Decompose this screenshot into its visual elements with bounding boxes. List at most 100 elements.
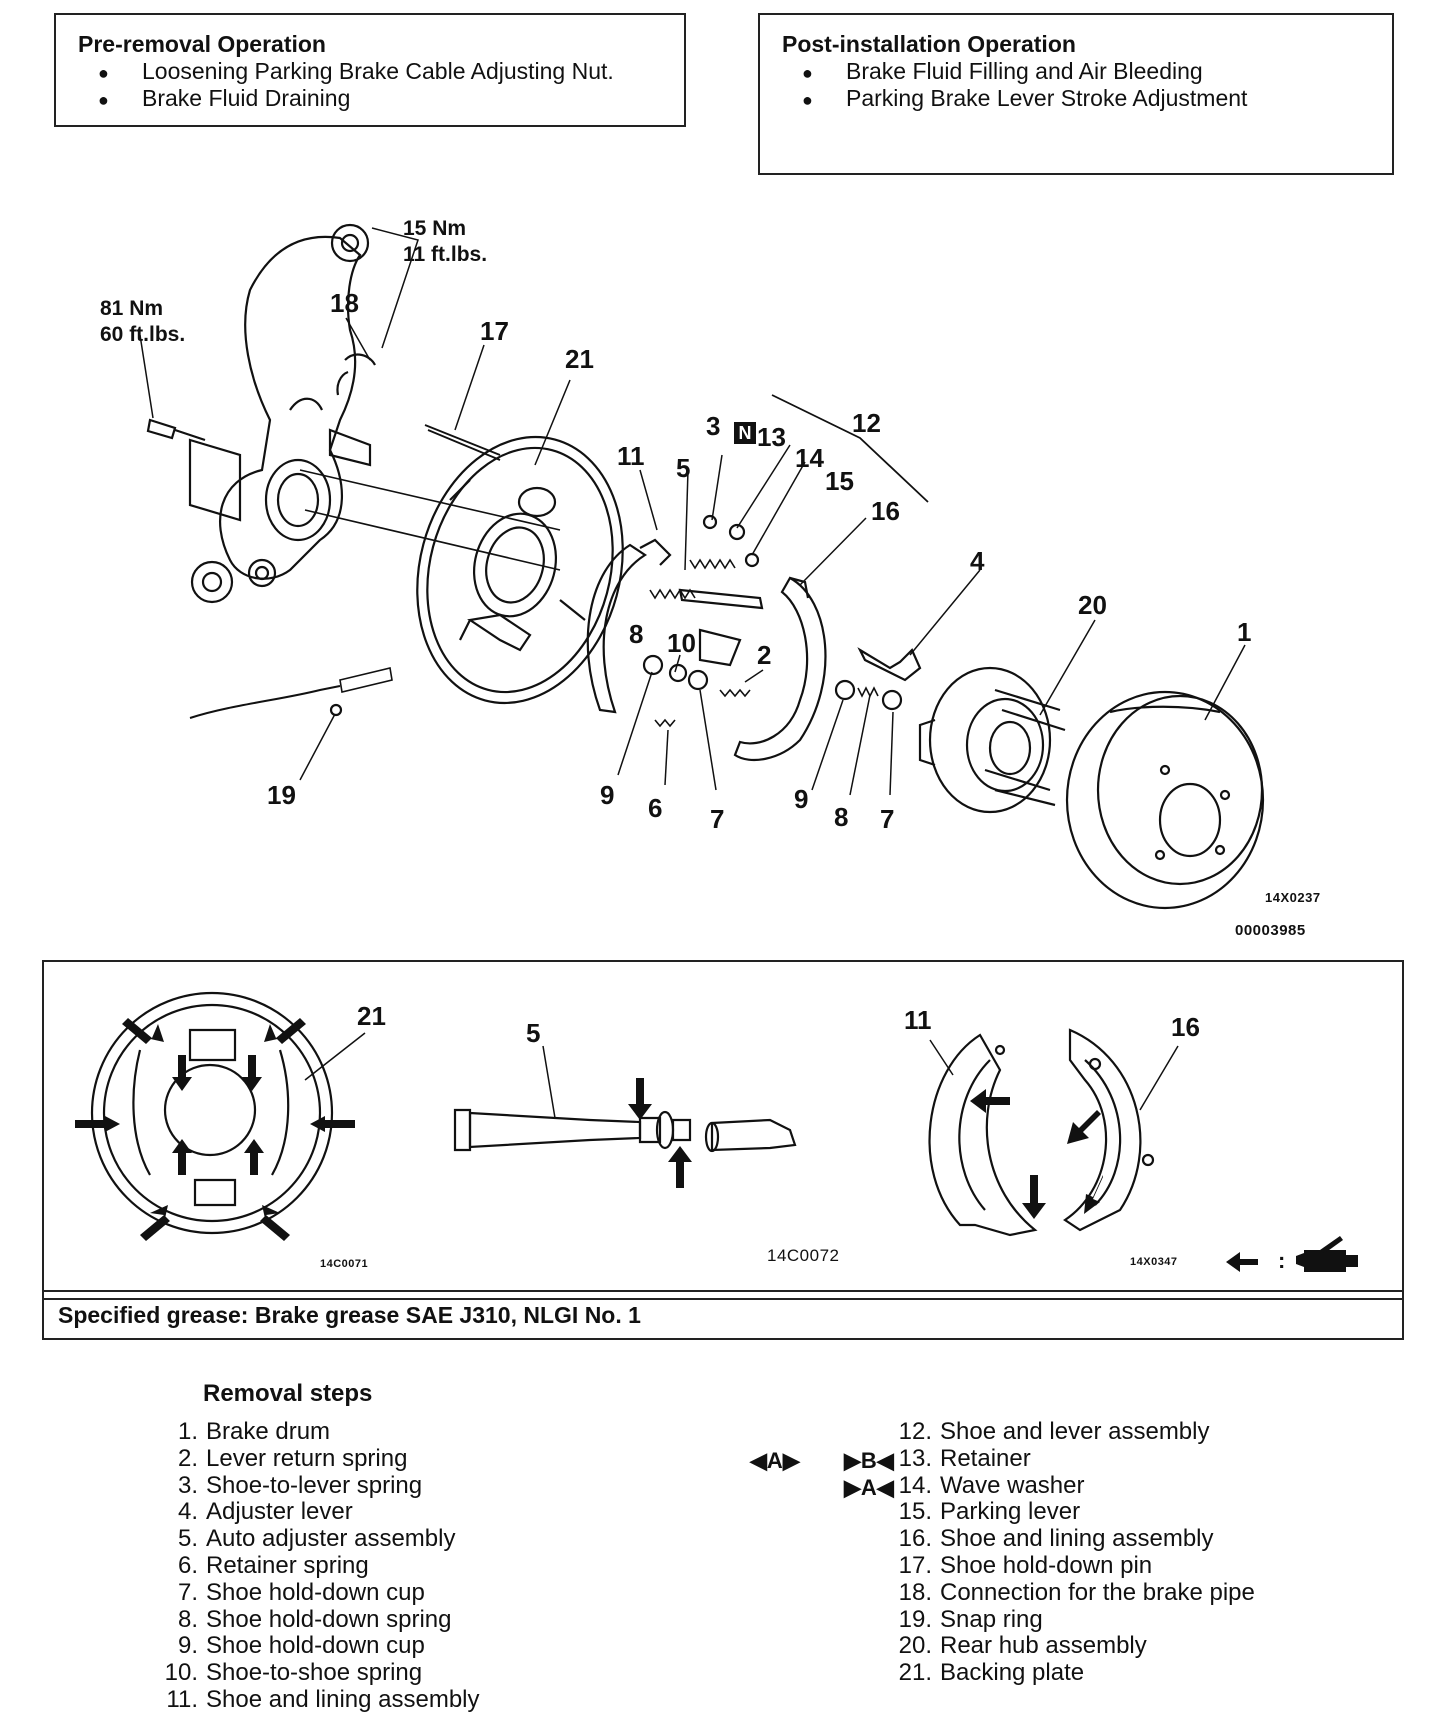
callout-11: 11: [617, 441, 645, 471]
removal-step-number: 4.: [177, 1498, 198, 1526]
shoes-detail: [928, 1028, 1155, 1237]
removal-step: 3.Shoe-to-lever spring: [158, 1472, 422, 1500]
callout-13: 13: [757, 422, 786, 452]
removal-step: 11.Shoe and lining assembly: [158, 1686, 480, 1714]
removal-step-number: 17.: [898, 1552, 932, 1579]
removal-step-label: Shoe and lever assembly: [940, 1418, 1210, 1445]
step-marker-14a: ▶A◀: [844, 1475, 894, 1500]
removal-step-label: Brake drum: [206, 1418, 331, 1445]
pre-removal-title: Pre-removal Operation: [78, 31, 326, 57]
removal-step: 14.Wave washer: [892, 1472, 1085, 1500]
removal-step-number: 16.: [898, 1525, 932, 1553]
removal-step: 6.Retainer spring: [158, 1552, 369, 1580]
removal-step: 7. Shoe hold-down cup: [158, 1579, 425, 1607]
removal-step-label: Shoe-to-shoe spring: [206, 1659, 423, 1687]
detail-code: 14C0072: [767, 1246, 840, 1265]
callout-7: 7: [880, 804, 895, 834]
callout-14: 14: [795, 443, 824, 473]
removal-step-label: Connection for the brake pipe: [940, 1578, 1255, 1606]
removal-step-label: Auto adjuster assembly: [206, 1525, 456, 1553]
removal-step-label: Backing plate: [940, 1659, 1085, 1687]
removal-step: 16.Shoe and lining assembly: [892, 1525, 1214, 1553]
removal-step-label: Shoe hold-down pin: [940, 1552, 1153, 1579]
callout-20: 20: [1078, 590, 1107, 620]
removal-step-label: Retainer spring: [206, 1552, 369, 1579]
torque-label-pipe: 15 Nm 11 ft.lbs.: [403, 217, 488, 266]
callout-9: 9: [794, 784, 809, 814]
removal-step: 19. Snap ring: [892, 1606, 1043, 1634]
bullet-icon: ●: [98, 90, 109, 110]
detail-callout-21: 21: [357, 1001, 386, 1031]
callout-18: 18: [330, 288, 359, 318]
removal-step: 20. Rear hub assembly: [892, 1632, 1147, 1660]
bullet-icon: ●: [98, 63, 109, 83]
callout-6: 6: [648, 793, 663, 823]
callout-12: 12: [852, 408, 881, 438]
callout-5: 5: [676, 453, 691, 483]
bullet-icon: ●: [802, 63, 813, 83]
removal-step-number: 14.: [898, 1471, 932, 1499]
torque-label-bolt: 81 Nm 60 ft.lbs.: [100, 297, 186, 346]
grease-legend-colon: :: [1278, 1248, 1286, 1273]
brake-pipe-drawing: [336, 353, 376, 396]
callout-8: 8: [629, 619, 644, 649]
removal-step-label: Snap ring: [940, 1605, 1043, 1633]
callout-17: 17: [480, 316, 509, 346]
callout-4: 4: [970, 546, 985, 576]
removal-step: 17. Shoe hold-down pin: [892, 1552, 1153, 1580]
adjuster-lever-drawing: [857, 647, 922, 682]
pre-removal-item: ●Loosening Parking Brake Cable Adjusting…: [78, 58, 684, 85]
post-installation-item: ●Parking Brake Lever Stroke Adjustment: [782, 85, 1392, 112]
removal-step-label: Shoe hold-down spring: [206, 1605, 452, 1633]
removal-step: 5.Auto adjuster assembly: [158, 1525, 455, 1553]
removal-step: 18. Connection for the brake pipe: [892, 1579, 1255, 1607]
shoe-11-drawing: [586, 543, 648, 714]
rear-hub-drawing: [918, 666, 1066, 814]
callout-16: 16: [871, 496, 900, 526]
removal-step-number: 18.: [898, 1578, 932, 1606]
backing-plate-detail: [90, 991, 334, 1235]
detail-callout-11: 11: [904, 1005, 932, 1035]
detail-callout-5: 5: [526, 1018, 541, 1048]
detail-code: 14X0347: [1130, 1256, 1178, 1268]
removal-step-number: 13.: [898, 1444, 932, 1472]
post-installation-box: Post-installation Operation ●Brake Fluid…: [758, 13, 1394, 175]
specified-grease-text: Specified grease: Brake grease SAE J310,…: [58, 1302, 641, 1328]
removal-step: 4.Adjuster lever: [158, 1498, 353, 1526]
post-installation-title: Post-installation Operation: [782, 31, 1076, 57]
shoe-to-lever-spring-drawing: [689, 558, 736, 570]
shoe-to-shoe-spring-drawing: [649, 588, 696, 600]
removal-step-number: 2.: [177, 1444, 198, 1472]
bullet-icon: ●: [802, 90, 813, 110]
figure-code: 00003985: [1235, 922, 1306, 939]
parking-cable-drawing: [189, 685, 341, 719]
auto-adjuster-drawing: [678, 588, 764, 610]
removal-steps-title: Removal steps: [203, 1380, 373, 1407]
bolt-drawing: [146, 418, 206, 442]
callout-9: 9: [600, 780, 615, 810]
removal-step: 12. Shoe and lever assembly: [892, 1418, 1210, 1446]
figure-code: 14X0237: [1265, 890, 1321, 905]
callout-3: 3: [706, 411, 721, 441]
callout-19: 19: [267, 780, 296, 810]
removal-step-label: Shoe and lining assembly: [206, 1686, 480, 1713]
removal-step-label: Shoe-to-lever spring: [206, 1471, 423, 1499]
removal-step-number: 8.: [177, 1605, 198, 1633]
knuckle-drawing: [188, 223, 372, 604]
removal-step-number: 9.: [177, 1632, 198, 1660]
grease-panel: [42, 960, 1404, 1300]
removal-step-label: Shoe hold-down cup: [206, 1578, 425, 1606]
removal-step-number: 7.: [177, 1578, 198, 1606]
removal-step-label: Rear hub assembly: [940, 1632, 1147, 1660]
removal-step-number: 19.: [898, 1605, 932, 1633]
removal-step: 9.Shoe hold-down cup: [158, 1632, 425, 1660]
removal-step: 15.Parking lever: [892, 1498, 1080, 1526]
grease-panel-footer: [42, 1290, 1404, 1340]
removal-step: 13.Retainer: [892, 1445, 1031, 1473]
removal-step-number: 12.: [898, 1418, 932, 1445]
detail-code: 14C0071: [320, 1258, 369, 1270]
removal-step-number: 20.: [898, 1632, 932, 1660]
removal-step: 21.Backing plate: [892, 1659, 1084, 1687]
